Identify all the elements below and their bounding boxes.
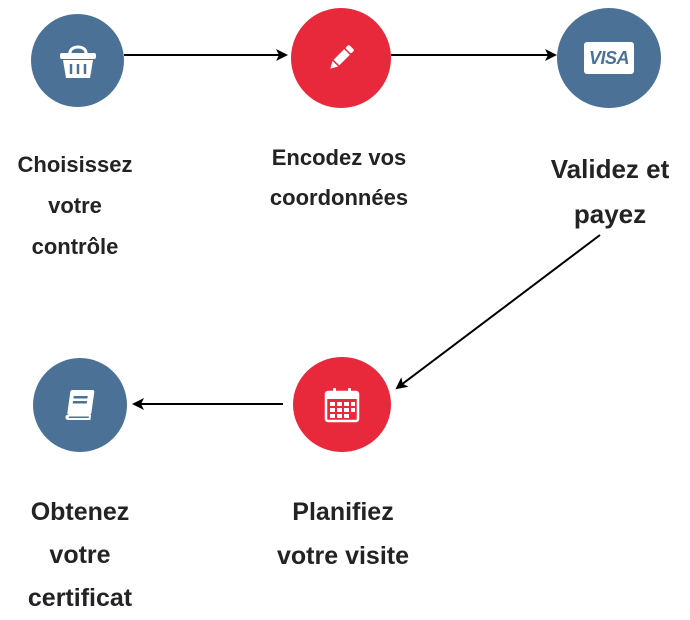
step-5-label-line-2: votre [49, 541, 111, 569]
book-icon [65, 390, 95, 420]
pencil-icon [330, 45, 354, 69]
step-5-circle [33, 358, 127, 452]
step-4-label-line-1: Planifiez [292, 498, 394, 526]
calendar-icon [324, 387, 360, 422]
step-3-label-line-2: payez [573, 199, 647, 229]
step-4-circle [293, 357, 391, 452]
step-3-label: Validez et payez [551, 147, 670, 237]
visa-card-icon: VISA [584, 42, 634, 74]
step-2-label: Encodez vos coordonnées [270, 138, 408, 218]
basket-icon [59, 45, 96, 78]
step-2-circle [291, 8, 391, 108]
step-5-label: Obtenez votre certificat [28, 491, 132, 620]
step-2-label-line-1: Encodez vos [271, 145, 407, 170]
step-1-circle [31, 14, 124, 107]
step-1-label-line-2: votre [48, 193, 102, 218]
step-5-label-line-3: certificat [27, 584, 133, 612]
visa-card-text: VISA [588, 47, 630, 68]
step-1-label-line-3: contrôle [31, 234, 119, 259]
step-5-label-line-1: Obtenez [30, 498, 130, 526]
step-2-label-line-2: coordonnées [269, 185, 409, 210]
arrow-step3-to-step4 [395, 234, 601, 390]
step-1-label-line-1: Choisissez [17, 152, 133, 177]
step-3-circle: VISA [557, 8, 661, 108]
step-1-label: Choisissez votre contrôle [18, 144, 133, 267]
step-4-label-line-2: votre visite [276, 542, 410, 570]
step-3-label-line-1: Validez et [550, 154, 670, 184]
step-4-label: Planifiez votre visite [277, 490, 409, 578]
